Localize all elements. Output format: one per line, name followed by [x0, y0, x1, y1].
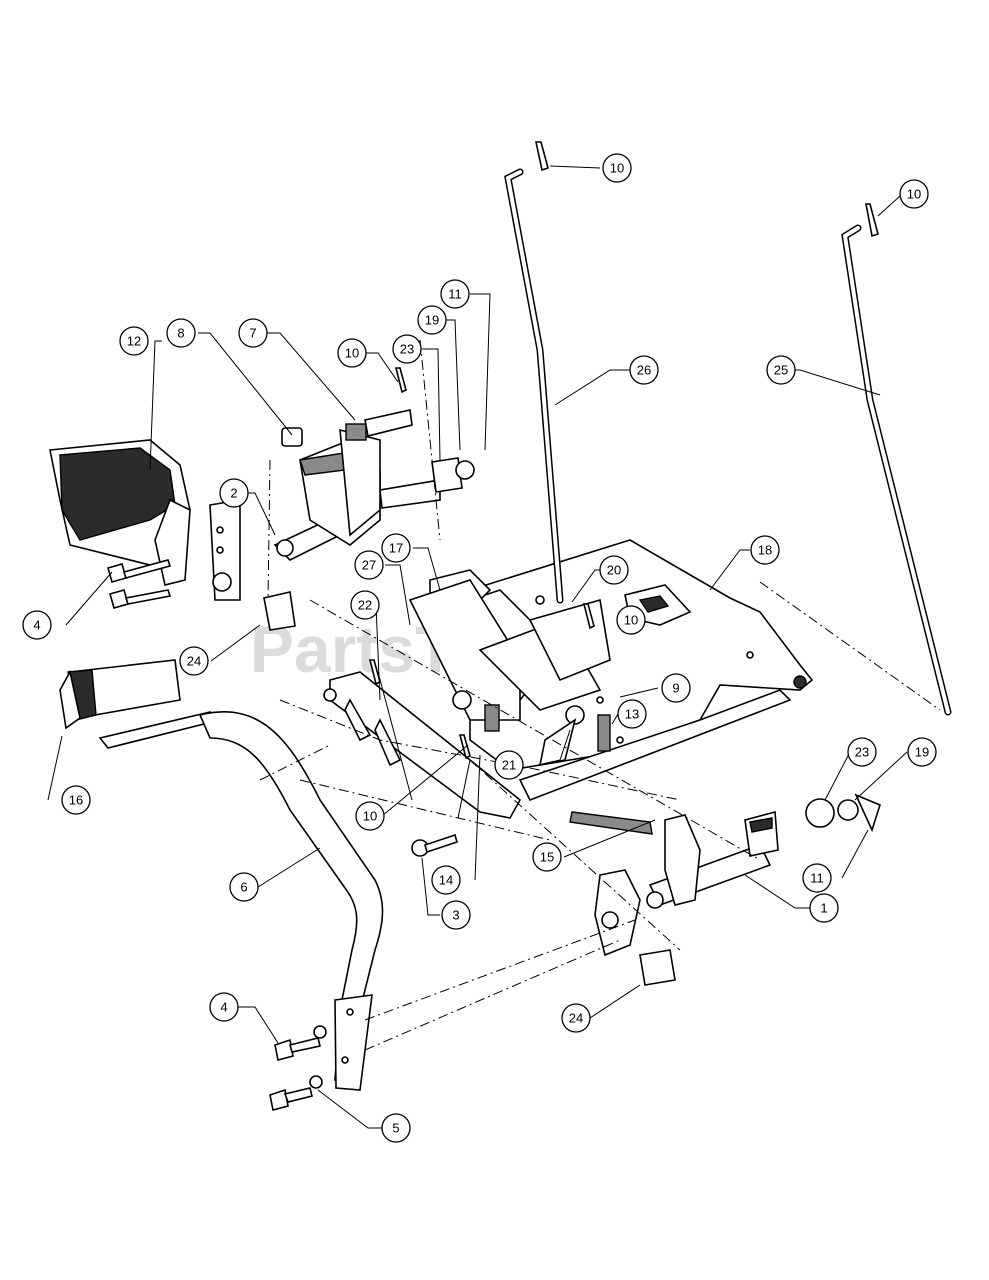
- callout-23: 23: [392, 334, 422, 364]
- callout-21: 21: [494, 750, 524, 780]
- callout-label: 18: [758, 543, 772, 558]
- callout-label: 9: [672, 681, 679, 696]
- handle-assembly: [59, 659, 384, 1091]
- callout-14: 14: [431, 865, 461, 895]
- callout-label: 5: [392, 1121, 399, 1136]
- callout-13: 13: [617, 699, 647, 729]
- callout-4: 4: [22, 610, 52, 640]
- callout-label: 13: [625, 707, 639, 722]
- callout-4: 4: [209, 992, 239, 1022]
- callout-label: 25: [774, 363, 788, 378]
- callout-10: 10: [899, 179, 929, 209]
- callout-20: 20: [599, 555, 629, 585]
- callout-label: 1: [820, 901, 827, 916]
- callout-label: 11: [448, 287, 462, 302]
- callout-16: 16: [61, 785, 91, 815]
- reference-lines: [259, 339, 941, 1051]
- callout-24: 24: [179, 646, 209, 676]
- callout-10: 10: [616, 605, 646, 635]
- callout-5: 5: [381, 1113, 411, 1143]
- callout-11: 11: [440, 279, 470, 309]
- callout-label: 11: [810, 871, 824, 886]
- callout-label: 10: [363, 809, 377, 824]
- callout-10: 10: [337, 338, 367, 368]
- rod-26: [504, 168, 564, 604]
- callout-label: 2: [230, 486, 237, 501]
- callout-10: 10: [355, 801, 385, 831]
- callout-label: 15: [540, 850, 554, 865]
- callout-23: 23: [847, 737, 877, 767]
- callout-label: 26: [637, 363, 651, 378]
- callout-19: 19: [417, 305, 447, 335]
- callout-label: 12: [127, 334, 141, 349]
- callout-label: 4: [33, 618, 40, 633]
- callout-label: 19: [425, 313, 439, 328]
- callout-24: 24: [561, 1003, 591, 1033]
- callout-label: 10: [624, 613, 638, 628]
- callout-17: 17: [381, 533, 411, 563]
- callout-15: 15: [532, 842, 562, 872]
- callout-label: 27: [362, 558, 376, 573]
- callout-22: 22: [350, 590, 380, 620]
- callout-1: 1: [809, 893, 839, 923]
- rod-25: [841, 224, 952, 716]
- cotter-pins: [368, 141, 879, 760]
- callout-label: 23: [855, 745, 869, 760]
- callout-18: 18: [750, 535, 780, 565]
- callout-label: 22: [358, 598, 372, 613]
- callout-26: 26: [629, 355, 659, 385]
- callout-label: 14: [439, 873, 453, 888]
- callouts: 10 10 11 12 8 7 10 23 19 26 25 2 17 27 2…: [22, 153, 937, 1143]
- callout-label: 20: [607, 563, 621, 578]
- callout-11: 11: [802, 863, 832, 893]
- callout-label: 21: [502, 758, 516, 773]
- left-pedal-assembly: [49, 409, 475, 631]
- callout-12: 12: [119, 326, 149, 356]
- callout-label: 10: [907, 187, 921, 202]
- callout-7: 7: [238, 318, 268, 348]
- callout-label: 6: [240, 880, 247, 895]
- callout-27: 27: [354, 550, 384, 580]
- callout-label: 4: [220, 1000, 227, 1015]
- callout-10: 10: [602, 153, 632, 183]
- leader-lines: [47, 165, 908, 1129]
- callout-label: 10: [610, 161, 624, 176]
- callout-3: 3: [441, 900, 471, 930]
- callout-label: 19: [915, 745, 929, 760]
- callout-label: 8: [177, 326, 184, 341]
- callout-label: 24: [569, 1011, 583, 1026]
- callout-label: 24: [187, 654, 201, 669]
- callout-19: 19: [907, 737, 937, 767]
- callout-2: 2: [219, 478, 249, 508]
- callout-label: 23: [400, 342, 414, 357]
- callout-6: 6: [229, 872, 259, 902]
- callout-label: 7: [249, 326, 256, 341]
- callout-25: 25: [766, 355, 796, 385]
- springs: [484, 704, 653, 835]
- callout-label: 3: [452, 908, 459, 923]
- callout-9: 9: [661, 673, 691, 703]
- callout-label: 10: [345, 346, 359, 361]
- callout-8: 8: [166, 318, 196, 348]
- right-assembly: [411, 793, 881, 986]
- callout-label: 17: [389, 541, 403, 556]
- callout-label: 16: [69, 793, 83, 808]
- linkage-bar: [323, 671, 792, 819]
- bottom-bolts: [269, 1025, 327, 1111]
